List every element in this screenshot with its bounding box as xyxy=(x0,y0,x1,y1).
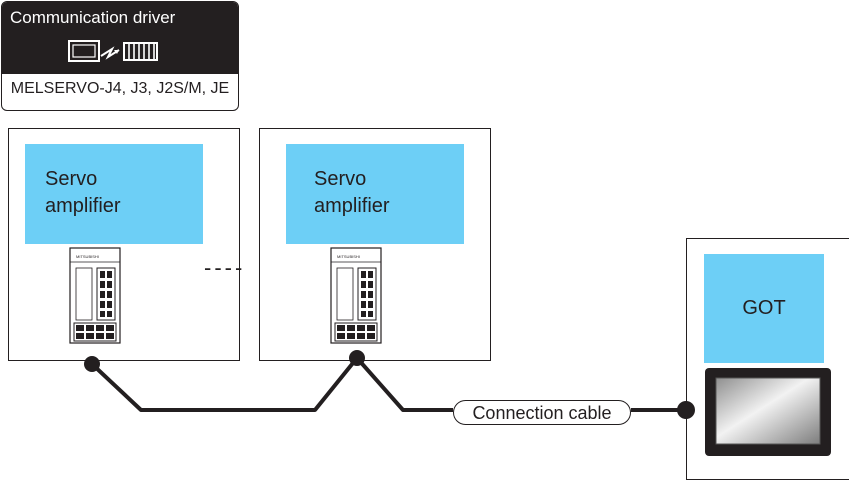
driver-title: Communication driver xyxy=(10,8,176,27)
got-display-device-icon xyxy=(705,368,831,456)
cable-station2-to-got xyxy=(355,356,453,412)
svg-text:MITSUBISHI: MITSUBISHI xyxy=(337,254,360,259)
cable-station1-to-station2 xyxy=(90,356,359,412)
servo-amplifier-1-block: Servo amplifier xyxy=(25,144,203,244)
servo-amplifier-1-line1: Servo xyxy=(45,168,98,190)
servo-amplifier-1-device-icon: MITSUBISHI xyxy=(69,247,121,344)
driver-models: MELSERVO-J4, J3, J2S/M, JE xyxy=(10,80,230,97)
ellipsis-dashes: ---- xyxy=(204,255,246,280)
servo-amplifier-2-label: Servo amplifier xyxy=(314,166,390,220)
connector-dot-got xyxy=(677,401,695,419)
servo-amplifier-1-label: Servo amplifier xyxy=(45,166,121,220)
got-label: GOT xyxy=(742,297,786,319)
devices-and-cables: MITSUBISHI MITSUBISHI xyxy=(69,247,831,456)
connector-dot-station-1 xyxy=(84,356,100,372)
got-block: GOT xyxy=(704,254,824,363)
pc-to-controller-link-icon xyxy=(68,40,158,62)
servo-amplifier-2-block: Servo amplifier xyxy=(286,144,464,244)
connector-dot-station-2 xyxy=(349,350,365,366)
driver-header: Communication driver xyxy=(2,2,238,74)
svg-text:MITSUBISHI: MITSUBISHI xyxy=(76,254,99,259)
servo-amplifier-2-line2: amplifier xyxy=(314,195,390,217)
connection-cable-label: Connection cable xyxy=(453,400,631,425)
servo-amplifier-2-device-icon: MITSUBISHI xyxy=(330,247,382,344)
servo-amplifier-2-line1: Servo xyxy=(314,168,367,190)
servo-amplifier-1-line2: amplifier xyxy=(45,195,121,217)
communication-driver-badge: Communication driver MELSERVO-J4, J3, J2… xyxy=(1,1,239,111)
